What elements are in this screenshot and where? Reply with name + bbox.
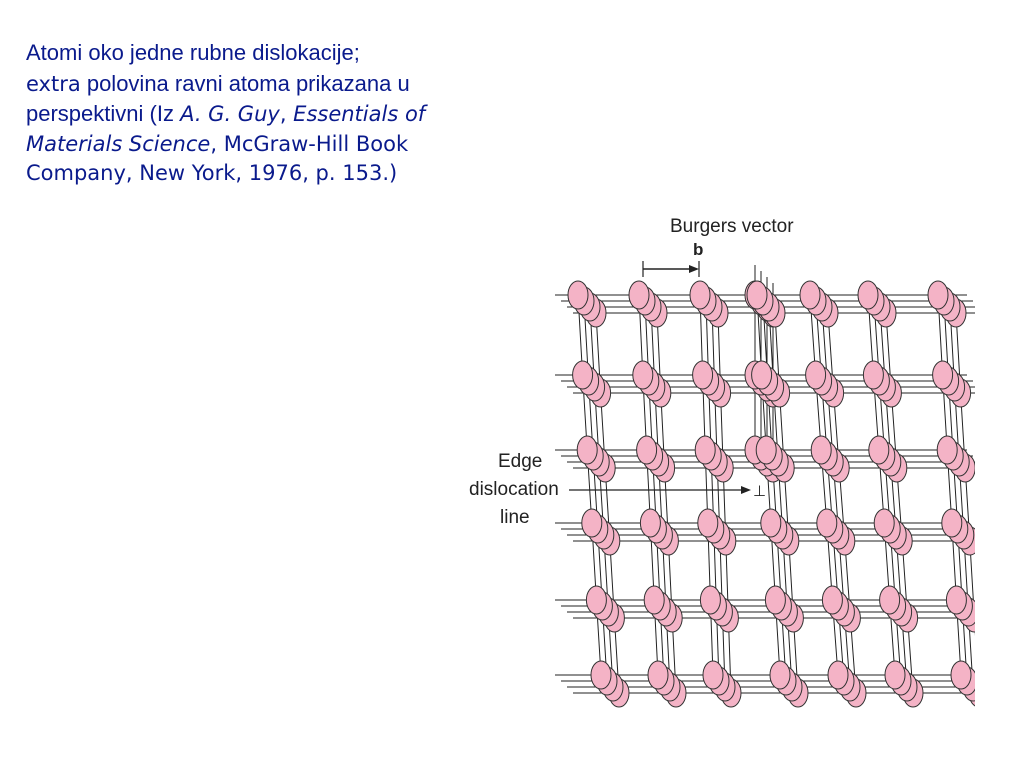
- atom: [702, 660, 724, 690]
- caption-extra-word: extra: [26, 71, 81, 96]
- atom: [755, 435, 777, 465]
- atom: [746, 280, 768, 310]
- atom: [945, 585, 967, 615]
- lattice-vertical-line: [774, 312, 799, 694]
- atom: [884, 660, 906, 690]
- burgers-arrow-head: [689, 265, 699, 273]
- caption-author: A. G. Guy: [180, 102, 280, 126]
- lattice-vertical-line: [656, 312, 677, 694]
- caption-line-2: polovina ravni atoma prikazana u: [80, 70, 410, 96]
- atom: [572, 360, 594, 390]
- atom: [639, 508, 661, 538]
- atom: [692, 360, 714, 390]
- lattice-vertical-line: [717, 312, 732, 694]
- atom: [857, 280, 879, 310]
- atom: [576, 435, 598, 465]
- lattice-vertical-line: [595, 312, 620, 694]
- atom: [879, 585, 901, 615]
- atom: [585, 585, 607, 615]
- burgers-symbol: b: [693, 240, 703, 259]
- edge-label-3: line: [500, 507, 530, 528]
- lattice-diagram: Burgers vector b Edge dislocation line ⊥: [469, 216, 975, 708]
- atom: [873, 508, 895, 538]
- atom: [810, 435, 832, 465]
- edge-label-2: dislocation: [469, 479, 559, 500]
- atom: [643, 585, 665, 615]
- atom: [936, 435, 958, 465]
- caption-book-title-2: Materials Science: [26, 131, 211, 156]
- atom: [647, 660, 669, 690]
- atom: [628, 280, 650, 310]
- caption-comma: ,: [279, 102, 294, 126]
- atom: [694, 435, 716, 465]
- atom: [799, 280, 821, 310]
- caption-book-title-1: Essentials of: [293, 102, 426, 126]
- dislocation-symbol: ⊥: [753, 483, 766, 500]
- caption-line-5: Company, New York, 1976, p. 153.): [26, 161, 398, 185]
- caption-line-3-start: perspektivni (Iz: [26, 101, 181, 126]
- atom: [950, 660, 972, 690]
- atom: [636, 435, 658, 465]
- atom: [821, 585, 843, 615]
- burgers-vector-label: Burgers vector: [670, 216, 794, 237]
- atom: [760, 508, 782, 538]
- atom: [567, 280, 589, 310]
- atom: [927, 280, 949, 310]
- atom: [689, 280, 711, 310]
- atom: [590, 660, 612, 690]
- atom: [697, 508, 719, 538]
- atom: [941, 508, 963, 538]
- atom: [632, 360, 654, 390]
- caption-line-1: Atomi oko jedne rubne dislokacije;: [26, 40, 360, 65]
- atom: [751, 360, 773, 390]
- lattice-vertical-line: [885, 312, 914, 694]
- atom: [868, 435, 890, 465]
- edge-label-1: Edge: [498, 451, 542, 472]
- atom: [581, 508, 603, 538]
- atom: [932, 360, 954, 390]
- edge-dislocation-figure: Burgers vector b Edge dislocation line ⊥: [455, 205, 975, 725]
- caption-text: Atomi oko jedne rubne dislokacije; extra…: [26, 38, 566, 189]
- atom: [816, 508, 838, 538]
- atom: [805, 360, 827, 390]
- atom: [769, 660, 791, 690]
- lattice-vertical-line: [827, 312, 857, 694]
- atom: [862, 360, 884, 390]
- dislocation-arrow-head: [741, 486, 751, 494]
- atom: [764, 585, 786, 615]
- atom: [827, 660, 849, 690]
- caption-publisher: , McGraw-Hill Book: [210, 131, 409, 156]
- atom: [699, 585, 721, 615]
- atom-lattice: [555, 265, 975, 708]
